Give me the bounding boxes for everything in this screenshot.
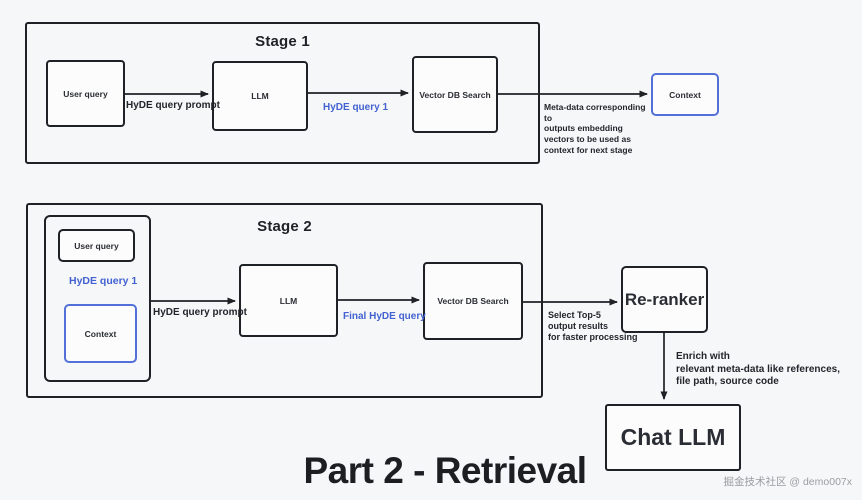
stage2-vector-db-node: Vector DB Search	[423, 262, 523, 340]
stage1-group	[25, 22, 540, 164]
stage2-vector-db-label: Vector DB Search	[437, 296, 509, 306]
stage2-input-container	[44, 215, 151, 382]
stage2-group	[26, 203, 543, 398]
reranker-label: Re-ranker	[624, 289, 705, 309]
stage2-llm-node: LLM	[239, 264, 338, 337]
page-title: Part 2 - Retrieval	[303, 450, 587, 491]
stage2-context-label: Context	[84, 328, 117, 339]
stage2-edge-label-select-top5: Select Top-5 output results for faster p…	[548, 310, 638, 343]
chat-llm-label: Chat LLM	[620, 424, 726, 450]
stage2-llm-label: LLM	[279, 295, 298, 306]
stage1-edge-label-hyde-query-1: HyDE query 1	[323, 102, 389, 113]
stage1-user-query-label: User query	[63, 88, 108, 99]
stage2-hyde-query-1-text: HyDE query 1	[69, 275, 138, 287]
stage2-user-query-node: User query	[58, 229, 135, 262]
stage1-llm-node: LLM	[212, 61, 308, 131]
watermark: 掘金技术社区 @ demo007x	[723, 476, 852, 488]
chat-llm-node: Chat LLM	[605, 404, 741, 471]
stage1-title: Stage 1	[255, 33, 310, 50]
stage1-llm-label: LLM	[251, 91, 269, 101]
stage1-vector-db-node: Vector DB Search	[412, 56, 498, 133]
stage1-edge-label-hyde-query-prompt: HyDE query prompt	[126, 100, 220, 111]
stage1-vector-db-label: Vector DB Search	[419, 89, 491, 100]
stage1-context-label: Context	[669, 89, 701, 100]
stage2-edge-label-hyde-query-prompt: HyDE query prompt	[153, 307, 247, 318]
edge-label-enrich-meta-data: Enrich with relevant meta-data like refe…	[676, 351, 840, 388]
stage1-user-query-node: User query	[46, 60, 125, 127]
reranker-node: Re-ranker	[621, 266, 708, 333]
stage2-context-node: Context	[64, 304, 137, 363]
stage2-title: Stage 2	[257, 218, 312, 235]
stage2-edge-label-final-hyde-query: Final HyDE query	[343, 311, 426, 322]
stage1-edge-label-meta-data: Meta-data corresponding to outputs embed…	[544, 102, 646, 155]
stage1-context-node: Context	[651, 73, 719, 116]
stage2-user-query-label: User query	[74, 240, 119, 251]
